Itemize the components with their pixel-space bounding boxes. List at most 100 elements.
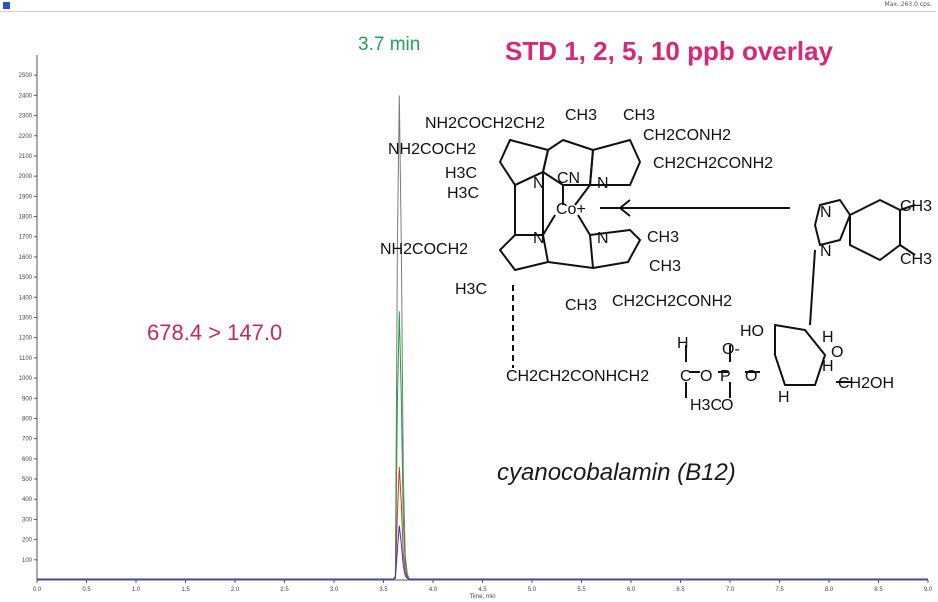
axes: 100 200 300 400 500 600 700 800 900 1000 1100 1200 1… xyxy=(19,55,933,600)
structure-label: CH3 xyxy=(647,229,679,246)
structure-label: CH2CH2CONH2 xyxy=(653,155,773,172)
y-tick-label: 2400 xyxy=(19,93,33,99)
structure-label: NH2COCH2CH2 xyxy=(425,115,545,132)
x-tick-label: 7.5 xyxy=(775,587,784,593)
compound-name: cyanocobalamin (B12) xyxy=(497,459,736,486)
x-tick-label: 8.0 xyxy=(825,587,834,593)
structure-label: H3C xyxy=(445,165,477,182)
structure-label: CH3 xyxy=(649,258,681,275)
y-tick-label: 2200 xyxy=(19,134,33,140)
structure-label: N xyxy=(820,243,832,260)
y-tick-label: 1700 xyxy=(19,235,33,241)
structure-label: H3C xyxy=(690,397,722,414)
x-tick-label: 1.5 xyxy=(181,587,190,593)
structure-label: H xyxy=(822,358,834,375)
series-layer xyxy=(37,95,928,580)
structure-label: CH3 xyxy=(900,251,932,268)
structure-label: O xyxy=(831,344,843,361)
structure-label: O xyxy=(745,368,757,385)
structure-label: CH3 xyxy=(565,107,597,124)
cyanocobalamin-structure xyxy=(499,139,916,398)
structure-label: O- xyxy=(722,341,740,358)
x-tick-label: 2.0 xyxy=(231,587,240,593)
y-tick-label: 600 xyxy=(22,457,33,463)
x-tick-label: 0.5 xyxy=(82,587,91,593)
x-tick-label: 5.0 xyxy=(528,587,537,593)
y-tick-label: 900 xyxy=(22,396,33,402)
app-icon xyxy=(3,2,10,9)
y-tick-label: 1800 xyxy=(19,215,33,221)
structure-label: HO xyxy=(740,323,764,340)
y-tick-label: 1400 xyxy=(19,295,33,301)
structure-label: N xyxy=(533,175,545,192)
overlay-heading: STD 1, 2, 5, 10 ppb overlay xyxy=(505,36,834,66)
x-tick-label: 4.0 xyxy=(429,587,438,593)
y-tick-label: 1500 xyxy=(19,275,33,281)
x-tick-label: 9.0 xyxy=(924,587,933,593)
y-tick-label: 700 xyxy=(22,437,33,443)
title-bar: Max. 263.0 cps. xyxy=(0,0,936,12)
structure-label: H xyxy=(822,329,834,346)
structure-label: P xyxy=(720,368,731,385)
structure-label: H xyxy=(778,389,790,406)
max-intensity-label: Max. 263.0 cps. xyxy=(884,1,932,8)
y-tick-label: 2000 xyxy=(19,174,33,180)
x-tick-label: 5.5 xyxy=(577,587,586,593)
y-tick-label: 400 xyxy=(22,497,33,503)
structure-label: H3C xyxy=(447,185,479,202)
x-tick-label: 0.0 xyxy=(33,587,42,593)
structure-label: CH3 xyxy=(900,198,932,215)
series-line xyxy=(37,466,928,580)
structure-label: N xyxy=(820,204,832,221)
structure-label: CH2CONH2 xyxy=(643,127,731,144)
structure-label: CN xyxy=(557,170,580,187)
series-line xyxy=(37,525,928,580)
y-tick-label: 500 xyxy=(22,477,33,483)
y-tick-label: 1000 xyxy=(19,376,33,382)
x-tick-label: 6.5 xyxy=(676,587,685,593)
y-tick-label: 300 xyxy=(22,517,33,523)
y-tick-label: 2100 xyxy=(19,154,33,160)
structure-label: NH2COCH2 xyxy=(388,141,476,158)
y-tick-label: 1900 xyxy=(19,194,33,200)
structure-label: CH2OH xyxy=(838,375,894,392)
x-tick-label: 7.0 xyxy=(726,587,735,593)
y-tick-label: 2300 xyxy=(19,114,33,120)
x-tick-label: 6.0 xyxy=(627,587,636,593)
structure-label: CH3 xyxy=(565,297,597,314)
y-tick-label: 800 xyxy=(22,416,33,422)
structure-label: Co+ xyxy=(556,201,586,218)
y-tick-label: 2500 xyxy=(19,73,33,79)
retention-time-label: 3.7 min xyxy=(358,34,420,55)
structure-label: O xyxy=(700,368,712,385)
y-tick-label: 1100 xyxy=(19,356,33,362)
x-tick-label: 1.0 xyxy=(132,587,141,593)
series-line xyxy=(37,311,928,580)
y-tick-label: 1600 xyxy=(19,255,33,261)
y-tick-label: 1200 xyxy=(19,336,33,342)
y-tick-label: 1300 xyxy=(19,316,33,322)
structure-label: H xyxy=(677,335,689,352)
mrm-transition-label: 678.4 > 147.0 xyxy=(147,320,282,345)
x-tick-label: 3.5 xyxy=(379,587,388,593)
x-tick-label: 3.0 xyxy=(330,587,339,593)
structure-label: NH2COCH2 xyxy=(380,241,468,258)
structure-label: C xyxy=(680,368,692,385)
structure-label: N xyxy=(533,230,545,247)
structure-label: N xyxy=(597,230,609,247)
x-tick-label: 8.5 xyxy=(874,587,883,593)
y-tick-label: 100 xyxy=(22,558,33,564)
structure-label: CH2CH2CONHCH2 xyxy=(506,368,649,385)
x-tick-label: 2.5 xyxy=(280,587,289,593)
structure-label: CH2CH2CONH2 xyxy=(612,293,732,310)
structure-label: N xyxy=(597,175,609,192)
x-tick-label: 4.5 xyxy=(478,587,487,593)
x-axis-label: Time, min xyxy=(469,594,495,600)
structure-label: O xyxy=(721,397,733,414)
y-tick-label: 200 xyxy=(22,538,33,544)
structure-label: H3C xyxy=(455,281,487,298)
structure-label: CH3 xyxy=(623,107,655,124)
